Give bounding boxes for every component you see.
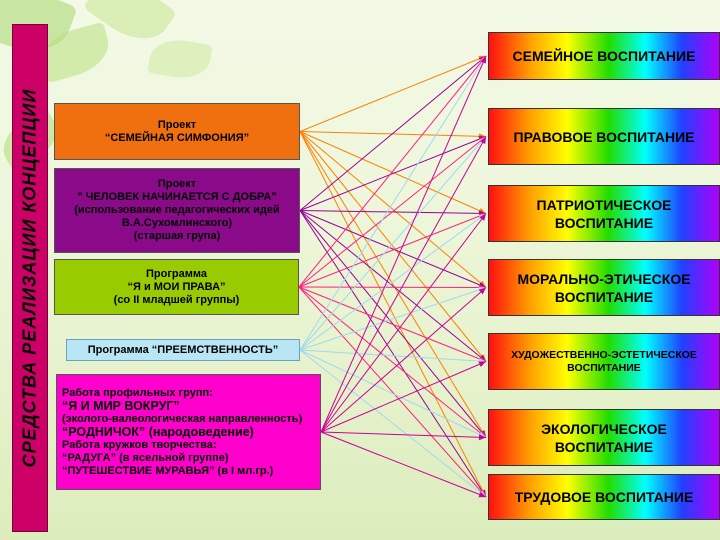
target-line: ВОСПИТАНИЕ [554, 438, 654, 455]
source-line: “РОДНИЧОК” (народоведение) [62, 424, 254, 439]
connection-arrow [299, 55, 487, 351]
connection-arrow [320, 431, 487, 498]
target-line: ЭКОЛОГИЧЕСКОЕ [541, 420, 667, 437]
connection-arrow [320, 136, 487, 433]
target-family-education: СЕМЕЙНОЕ ВОСПИТАНИЕ [488, 32, 720, 80]
target-line: МОРАЛЬНО-ЭТИЧЕСКОЕ [517, 270, 691, 287]
side-label: СРЕДСТВА РЕАЛИЗАЦИИ КОНЦЕПЦИИ [19, 88, 40, 468]
target-ecological-education: ЭКОЛОГИЧЕСКОЕ ВОСПИТАНИЕ [488, 409, 720, 466]
source-line: Проект [157, 118, 197, 131]
source-line: (со II младшей группы) [113, 293, 240, 306]
connection-arrow [298, 55, 487, 288]
connection-arrow [298, 286, 487, 438]
connection-arrow [299, 210, 487, 362]
target-line: ПРАВОВОЕ ВОСПИТАНИЕ [513, 128, 695, 145]
source-family-symphony-project: Проект “СЕМЕЙНАЯ СИМФОНИЯ” [54, 103, 300, 160]
connection-arrow [298, 286, 487, 498]
connection-arrow [320, 213, 487, 433]
connection-arrow [299, 213, 487, 351]
connection-arrow [299, 136, 487, 211]
target-line: ХУДОЖЕСТВЕННО-ЭСТЕТИЧЕСКОЕ [511, 348, 697, 361]
target-labor-education: ТРУДОВОЕ ВОСПИТАНИЕ [488, 474, 720, 520]
target-line: ТРУДОВОЕ ВОСПИТАНИЕ [514, 489, 694, 505]
target-line: ВОСПИТАНИЕ [554, 288, 654, 305]
source-line: Проект [157, 178, 197, 190]
connection-arrow [299, 131, 487, 362]
target-line: ВОСПИТАНИЕ [554, 214, 654, 231]
source-profile-groups: Работа профильных групп: “Я И МИР ВОКРУГ… [56, 374, 321, 490]
connection-arrow [299, 210, 487, 498]
source-continuity-program: Программа “ПРЕЕМСТВЕННОСТЬ” [66, 339, 300, 361]
source-line: (эколого-валеологическая направленность) [62, 412, 303, 425]
source-line: (старшая група) [133, 230, 221, 242]
target-art-aesthetic-education: ХУДОЖЕСТВЕННО-ЭСТЕТИЧЕСКОЕ ВОСПИТАНИЕ [488, 333, 720, 390]
source-line: Программа [145, 267, 207, 280]
source-line: Программа “ПРЕЕМСТВЕННОСТЬ” [87, 343, 279, 356]
connection-arrow [320, 287, 487, 433]
target-line: ВОСПИТАНИЕ [567, 361, 641, 374]
connection-arrow [299, 286, 487, 351]
source-line: “ПУТЕШЕСТВИЕ МУРАВЬЯ” (в I мл.гр.) [62, 464, 274, 477]
source-line: “РАДУГА” (в ясельной группе) [62, 451, 229, 464]
connection-arrow [299, 210, 487, 217]
connection-arrow [299, 131, 487, 214]
source-my-rights-program: Программа “Я и МОИ ПРАВА” (со II младшей… [54, 259, 299, 315]
source-line: Работа профильных групп: [62, 386, 213, 399]
connection-arrow [299, 136, 487, 351]
source-line: В.А.Сухомлинского) [121, 217, 233, 229]
connection-arrow [320, 431, 487, 441]
source-line: “СЕМЕЙНАЯ СИМФОНИЯ” [104, 131, 250, 144]
target-patriotic-education: ПАТРИОТИЧЕСКОЕ ВОСПИТАНИЕ [488, 185, 720, 242]
connection-arrow [299, 210, 487, 288]
connection-arrow [298, 136, 487, 288]
connection-arrow [298, 286, 487, 362]
source-kindness-project: Проект ” ЧЕЛОВЕК НАЧИНАЕТСЯ С ДОБРА” (ис… [54, 168, 300, 253]
source-line: “Я И МИР ВОКРУГ” [62, 398, 180, 413]
source-line: (использование педагогических идей [74, 204, 280, 216]
source-line: “Я и МОИ ПРАВА” [127, 280, 226, 293]
connection-arrow [299, 131, 487, 438]
connection-arrow [299, 55, 487, 132]
connection-arrow [299, 349, 487, 365]
connection-arrow [298, 213, 487, 288]
connection-arrow [320, 55, 487, 433]
target-moral-ethical-education: МОРАЛЬНО-ЭТИЧЕСКОЕ ВОСПИТАНИЕ [488, 259, 720, 316]
connection-arrow [299, 349, 487, 498]
source-line: Работа кружков творчества: [62, 438, 217, 451]
connection-arrow [299, 349, 487, 438]
target-line: СЕМЕЙНОЕ ВОСПИТАНИЕ [512, 48, 696, 64]
target-legal-education: ПРАВОВОЕ ВОСПИТАНИЕ [488, 108, 720, 165]
side-label-bar: СРЕДСТВА РЕАЛИЗАЦИИ КОНЦЕПЦИИ [12, 24, 48, 532]
source-line: ” ЧЕЛОВЕК НАЧИНАЕТСЯ С ДОБРА” [77, 191, 277, 203]
connection-arrow [299, 55, 487, 211]
connection-arrow [299, 131, 487, 140]
connection-arrow [299, 131, 487, 288]
connection-arrow [298, 284, 487, 291]
target-line: ПАТРИОТИЧЕСКОЕ [536, 196, 672, 213]
connection-arrow [320, 361, 487, 433]
